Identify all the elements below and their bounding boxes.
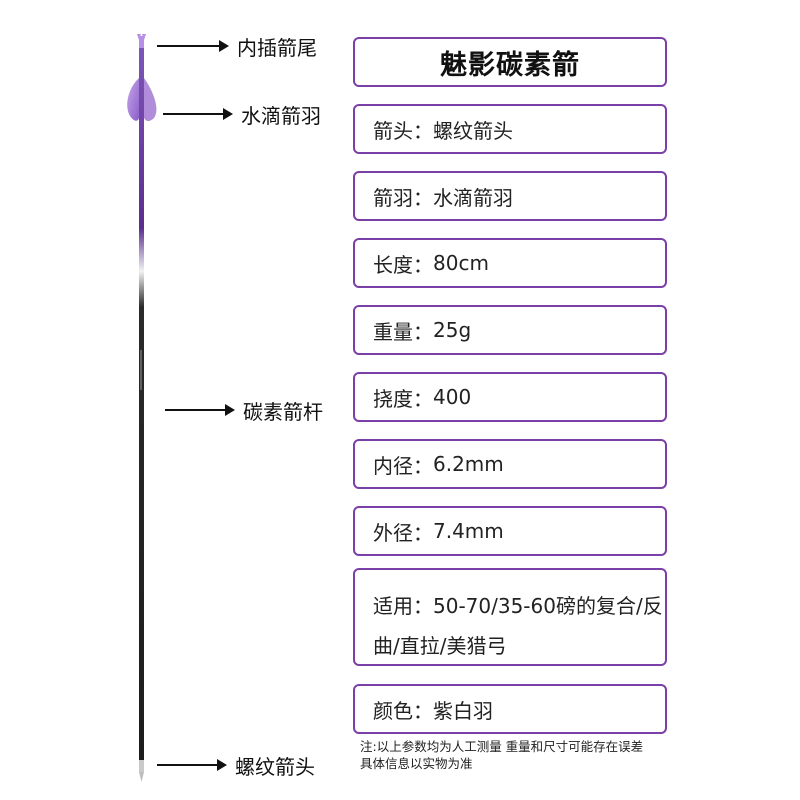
carbon-arrow-illustration: [120, 30, 170, 790]
spec-label: 箭头：: [373, 118, 433, 143]
shaft-icon: [139, 48, 144, 768]
spec-label: 内径：: [373, 453, 433, 478]
nock-icon: [137, 34, 146, 48]
right-arrow-pointer-icon: [163, 108, 233, 120]
spec-label: 颜色：: [373, 698, 433, 723]
spec-label: 箭羽：: [373, 185, 433, 210]
callout-nock: 内插箭尾: [157, 31, 317, 61]
right-arrow-pointer-icon: [157, 40, 229, 52]
callout-vane-label: 水滴箭羽: [241, 103, 321, 128]
spec-value: 7.4mm: [433, 519, 504, 543]
callout-vane: 水滴箭羽: [163, 99, 321, 129]
spec-value: 水滴箭羽: [433, 185, 513, 210]
spec-box-usage: 适用：50-70/35-60磅的复合/反曲/直拉/美猎弓: [353, 568, 667, 666]
teardrop-vane-icon: [127, 78, 157, 121]
spec-label: 长度：: [373, 252, 433, 277]
product-title-box: 魅影碳素箭: [353, 37, 667, 87]
spec-value: 6.2mm: [433, 452, 504, 476]
callout-point-label: 螺纹箭头: [235, 754, 315, 779]
spec-usage-text: 适用：50-70/35-60磅的复合/反曲/直拉/美猎弓: [373, 586, 663, 666]
callout-shaft-label: 碳素箭杆: [243, 399, 323, 424]
spec-box-color: 颜色：紫白羽: [353, 684, 667, 734]
footnote-line: 具体信息以实物为准: [360, 756, 473, 771]
spec-label: 重量：: [373, 319, 433, 344]
spec-box-length: 长度：80cm: [353, 238, 667, 288]
right-arrow-pointer-icon: [157, 759, 227, 771]
callout-nock-label: 内插箭尾: [237, 35, 317, 60]
spec-label: 适用：: [373, 594, 433, 618]
spec-box-point: 箭头：螺纹箭头: [353, 104, 667, 154]
callout-shaft: 碳素箭杆: [165, 395, 323, 425]
spec-value: 紫白羽: [433, 698, 493, 723]
spec-value: 80cm: [433, 251, 489, 275]
spec-value: 螺纹箭头: [433, 118, 513, 143]
product-title: 魅影碳素箭: [440, 49, 580, 81]
spec-box-vane: 箭羽：水滴箭羽: [353, 171, 667, 221]
disclaimer-footnote: 注:以上参数均为人工测量 重量和尺寸可能存在误差 具体信息以实物为准: [360, 738, 680, 772]
callout-point: 螺纹箭头: [157, 750, 315, 780]
spec-box-weight: 重量：25g: [353, 305, 667, 355]
spec-label: 挠度：: [373, 386, 433, 411]
thread-point-icon: [139, 760, 144, 782]
right-arrow-pointer-icon: [165, 404, 235, 416]
spec-box-inner-diameter: 内径：6.2mm: [353, 439, 667, 489]
footnote-line: 注:以上参数均为人工测量 重量和尺寸可能存在误差: [360, 739, 644, 754]
spec-box-outer-diameter: 外径：7.4mm: [353, 506, 667, 556]
spec-value: 50-70/35-60磅的复合/反曲/直拉/美猎弓: [373, 594, 663, 658]
spec-label: 外径：: [373, 520, 433, 545]
spec-box-spine: 挠度：400: [353, 372, 667, 422]
spec-value: 400: [433, 385, 472, 409]
spec-value: 25g: [433, 318, 472, 342]
